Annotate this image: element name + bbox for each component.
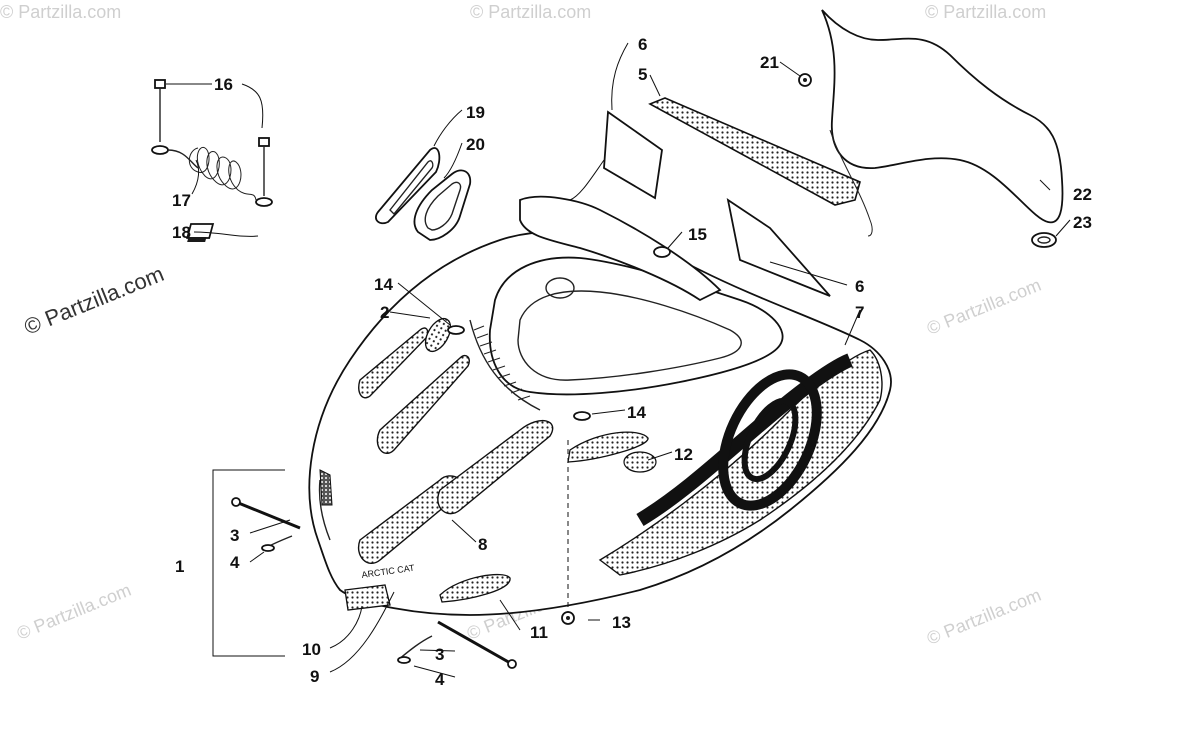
callout-21: 21	[760, 53, 779, 72]
watermark-main: © Partzilla.com	[21, 261, 168, 340]
callout-8: 8	[478, 535, 487, 554]
callout-14: 14	[627, 403, 646, 422]
watermark-faint: © Partzilla.com	[924, 585, 1044, 649]
callout-4: 4	[435, 670, 445, 689]
hood-pins	[231, 497, 517, 669]
watermark-faint: © Partzilla.com	[14, 580, 134, 644]
callout-5: 5	[638, 65, 647, 84]
callout-13: 13	[612, 613, 631, 632]
watermark-faint: © Partzilla.com	[470, 2, 591, 22]
assembly-bracket	[212, 469, 285, 657]
callout-17: 17	[172, 191, 191, 210]
hood-assembly: ARCTIC CAT	[308, 195, 892, 625]
callout-20: 20	[466, 135, 485, 154]
callout-11: 11	[530, 623, 548, 642]
callout-22: 22	[1073, 185, 1092, 204]
callout-16: 16	[214, 75, 233, 94]
callout-9: 9	[310, 667, 319, 686]
callout-3: 3	[230, 526, 239, 545]
callout-18: 18	[172, 223, 191, 242]
callout-3: 3	[435, 645, 444, 664]
leader-lines	[166, 42, 1071, 678]
callout-1: 1	[175, 557, 184, 576]
callout-labels: 1 2 3 3 4 4 5 6 6 7 8 9 10 11 12 13 14 1…	[172, 35, 1092, 689]
windshield	[798, 9, 1064, 248]
callout-14: 14	[374, 275, 393, 294]
tether-cord-assembly	[151, 79, 273, 242]
callout-6: 6	[638, 35, 647, 54]
callout-7: 7	[855, 303, 864, 322]
callout-23: 23	[1073, 213, 1092, 232]
callout-10: 10	[302, 640, 321, 659]
watermark-faint: © Partzilla.com	[925, 2, 1046, 22]
watermark-faint: © Partzilla.com	[924, 275, 1044, 339]
watermark-faint: © Partzilla.com	[0, 2, 121, 22]
callout-2: 2	[380, 303, 389, 322]
vent-trim-assembly	[375, 147, 472, 241]
callout-19: 19	[466, 103, 485, 122]
callout-6: 6	[855, 277, 864, 296]
callout-12: 12	[674, 445, 693, 464]
callout-4: 4	[230, 553, 240, 572]
callout-15: 15	[688, 225, 707, 244]
